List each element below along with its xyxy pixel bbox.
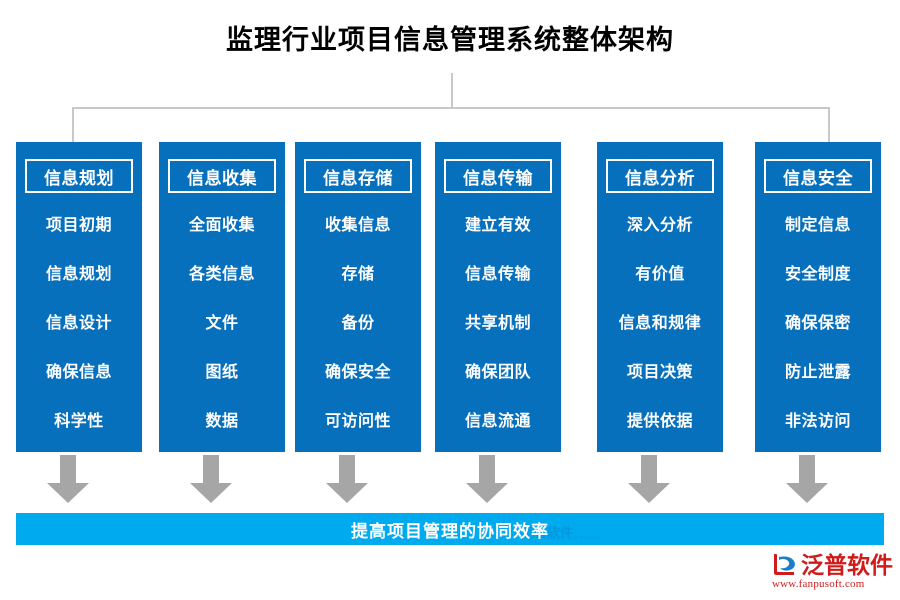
column-item: 确保团队 <box>464 363 531 381</box>
column-item-list-1: 项目初期 信息规划 信息设计 确保信息 科学性 <box>16 202 142 446</box>
column-item: 存储 <box>341 266 375 284</box>
column-header-box-4: 信息传输 <box>444 159 552 193</box>
arrow-down-icon <box>47 455 89 503</box>
column-item-list-6: 制定信息 安全制度 确保保密 防止泄露 非法访问 <box>755 202 881 446</box>
column-item: 信息流通 <box>464 412 531 430</box>
column-item: 信息规划 <box>45 266 112 284</box>
column-item: 数据 <box>205 412 239 430</box>
column-header-label-6: 信息安全 <box>783 168 853 188</box>
column-panel-5[interactable]: 信息分析 深入分析 有价值 信息和规律 项目决策 提供依据 <box>597 142 723 452</box>
column-item: 安全制度 <box>784 266 851 284</box>
column-panel-6[interactable]: 信息安全 制定信息 安全制度 确保保密 防止泄露 非法访问 <box>755 142 881 452</box>
outcome-banner-label: 提高项目管理的协同效率 <box>351 521 549 541</box>
column-item: 可访问性 <box>324 412 391 430</box>
column-item-list-5: 深入分析 有价值 信息和规律 项目决策 提供依据 <box>597 202 723 446</box>
column-item: 科学性 <box>54 412 104 430</box>
column-header-label-4: 信息传输 <box>463 168 533 188</box>
column-header-label-2: 信息收集 <box>187 168 257 188</box>
column-item: 确保安全 <box>324 363 391 381</box>
outcome-banner: 泛普软件 FANPU SOFTWARE 提高项目管理的协同效率 <box>16 513 884 545</box>
brand-logo-row: 泛普软件 <box>772 549 896 578</box>
right-drop-line <box>828 107 830 143</box>
column-item: 图纸 <box>205 363 239 381</box>
column-item: 有价值 <box>635 266 685 284</box>
brand-logo[interactable]: 泛普软件 www.fanpusoft.com <box>772 549 896 595</box>
column-item: 共享机制 <box>464 314 531 332</box>
arrow-down-icon <box>628 455 670 503</box>
left-drop-line <box>72 107 74 143</box>
column-item: 确保信息 <box>45 363 112 381</box>
column-item: 文件 <box>205 314 239 332</box>
column-panel-3[interactable]: 信息存储 收集信息 存储 备份 确保安全 可访问性 <box>295 142 421 452</box>
column-item: 提供依据 <box>626 412 693 430</box>
column-item: 全面收集 <box>188 217 255 235</box>
column-header-box-3: 信息存储 <box>304 159 412 193</box>
column-item: 各类信息 <box>188 266 255 284</box>
brand-url-label: www.fanpusoft.com <box>772 578 865 590</box>
column-header-label-5: 信息分析 <box>625 168 695 188</box>
column-header-box-2: 信息收集 <box>168 159 276 193</box>
column-item: 信息设计 <box>45 314 112 332</box>
horizontal-connector-line <box>72 107 830 109</box>
column-header-box-6: 信息安全 <box>764 159 872 193</box>
brand-name-label: 泛普软件 <box>801 552 893 578</box>
column-item: 项目决策 <box>626 363 693 381</box>
column-panel-1[interactable]: 信息规划 项目初期 信息规划 信息设计 确保信息 科学性 <box>16 142 142 452</box>
fanpu-logo-icon <box>774 553 795 575</box>
column-item: 建立有效 <box>464 217 531 235</box>
watermark-sub-label: FANPU SOFTWARE <box>547 536 601 542</box>
arrow-down-icon <box>466 455 508 503</box>
page-title: 监理行业项目信息管理系统整体架构 <box>226 25 674 55</box>
arrow-down-icon <box>190 455 232 503</box>
vertical-connector-line <box>451 73 453 109</box>
column-panel-2[interactable]: 信息收集 全面收集 各类信息 文件 图纸 数据 <box>159 142 285 452</box>
column-item: 收集信息 <box>324 217 391 235</box>
column-item-list-3: 收集信息 存储 备份 确保安全 可访问性 <box>295 202 421 446</box>
column-item: 备份 <box>341 314 375 332</box>
column-item-list-2: 全面收集 各类信息 文件 图纸 数据 <box>159 202 285 446</box>
column-item: 信息和规律 <box>618 314 702 332</box>
column-panel-4[interactable]: 信息传输 建立有效 信息传输 共享机制 确保团队 信息流通 <box>435 142 561 452</box>
column-header-label-3: 信息存储 <box>323 168 393 188</box>
column-item: 防止泄露 <box>784 363 851 381</box>
column-header-box-5: 信息分析 <box>606 159 714 193</box>
column-item: 确保保密 <box>784 314 851 332</box>
arrow-down-icon <box>786 455 828 503</box>
column-header-label-1: 信息规划 <box>44 168 114 188</box>
column-header-box-1: 信息规划 <box>25 159 133 193</box>
arrow-down-icon <box>326 455 368 503</box>
column-item: 非法访问 <box>784 412 851 430</box>
column-item: 项目初期 <box>45 217 112 235</box>
column-item: 深入分析 <box>626 217 693 235</box>
column-item-list-4: 建立有效 信息传输 共享机制 确保团队 信息流通 <box>435 202 561 446</box>
column-item: 信息传输 <box>464 266 531 284</box>
column-item: 制定信息 <box>784 217 851 235</box>
